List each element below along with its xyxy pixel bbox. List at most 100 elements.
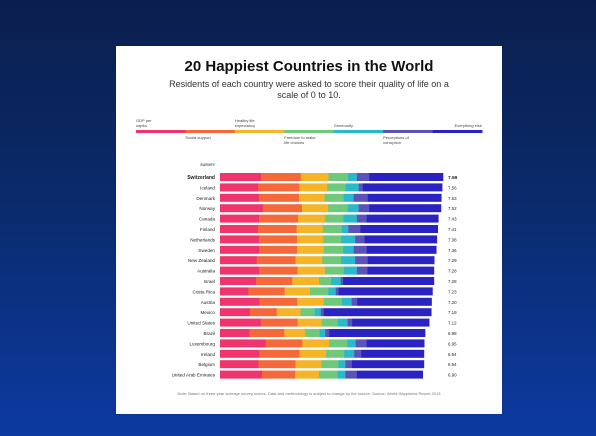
- bar-segment: [249, 308, 278, 317]
- bar-segment: [256, 277, 293, 285]
- country-label: United States: [187, 321, 215, 326]
- chart-card: 20 Happiest Countries in the World Resid…: [116, 46, 502, 414]
- bar-segment: [343, 214, 358, 223]
- bar-segment: [348, 225, 361, 233]
- bar-segment: [220, 173, 262, 181]
- year-label: SURVEY: [200, 163, 215, 167]
- bar-segment: [295, 370, 320, 379]
- bar-segment: [355, 235, 365, 244]
- bar-segment: [369, 204, 442, 213]
- legend-label: Freedom to make: [284, 135, 316, 140]
- bar-segment: [284, 329, 306, 337]
- total-label: 7.41: [448, 227, 457, 232]
- bar-segment: [248, 287, 285, 296]
- bar-segment: [345, 370, 358, 379]
- bar-segment: [220, 329, 250, 337]
- bar-segment: [356, 266, 368, 275]
- bar-segment: [321, 318, 339, 327]
- legend-swatch: [432, 130, 483, 133]
- bar-segment: [324, 193, 344, 202]
- bar-segment: [300, 173, 329, 181]
- bar-segment: [261, 173, 302, 181]
- bar-segment: [324, 214, 344, 223]
- chart-subtitle: Residents of each country were asked to …: [169, 79, 449, 100]
- total-label: 7.12: [448, 321, 457, 326]
- total-label: 7.29: [448, 258, 457, 263]
- bar-segment: [358, 204, 370, 213]
- bar-segment: [259, 266, 298, 275]
- legend-label: corruption: [383, 140, 401, 145]
- total-label: 7.43: [448, 217, 457, 222]
- legend-swatch: [284, 130, 335, 133]
- total-label: 7.52: [448, 206, 457, 211]
- total-label: 7.56: [448, 185, 457, 190]
- bar-segment: [329, 339, 348, 348]
- country-label: Belgium: [198, 362, 215, 367]
- bar-segment: [367, 266, 435, 275]
- bar-segment: [220, 370, 263, 379]
- bar-segment: [295, 256, 323, 265]
- bar-segment: [302, 339, 330, 348]
- bar-segment: [258, 360, 296, 369]
- bar-segment: [259, 349, 300, 358]
- legend-label: GDP per: [136, 118, 152, 123]
- bar-segment: [258, 183, 300, 192]
- bar-segment: [341, 235, 356, 244]
- bar-segment: [343, 193, 354, 202]
- bar-segment: [354, 349, 362, 358]
- bar-segment: [301, 204, 329, 213]
- bar-segment: [344, 349, 355, 358]
- bar-segment: [343, 245, 354, 254]
- bar-segment: [322, 256, 342, 265]
- bar-segment: [328, 173, 349, 181]
- bar-segment: [322, 225, 342, 233]
- bar-segment: [341, 225, 349, 233]
- bar-segment: [262, 370, 296, 379]
- bar-segment: [220, 318, 262, 327]
- bar-segment: [366, 339, 425, 348]
- bar-segment: [259, 245, 298, 254]
- bar-segment: [220, 225, 259, 233]
- legend-label: Generosity: [334, 123, 353, 128]
- bar-segment: [260, 318, 298, 327]
- bar-segment: [256, 256, 296, 265]
- bar-segment: [220, 235, 260, 244]
- bar-segment: [297, 318, 322, 327]
- bar-segment: [325, 329, 330, 337]
- bar-segment: [366, 245, 437, 254]
- bar-segment: [220, 277, 257, 285]
- bar-segment: [257, 225, 297, 233]
- bar-segment: [321, 360, 339, 369]
- bar-segment: [319, 370, 339, 379]
- total-label: 7.53: [448, 196, 457, 201]
- bar-segment: [367, 193, 442, 202]
- bar-segment: [295, 360, 322, 369]
- bar-segment: [259, 235, 298, 244]
- bar-segment: [299, 193, 325, 202]
- bar-segment: [337, 370, 346, 379]
- total-label: 7.20: [448, 300, 457, 305]
- bar-segment: [220, 297, 260, 306]
- country-label: Switzerland: [187, 175, 215, 181]
- country-label: Denmark: [196, 196, 215, 201]
- bar-segment: [340, 277, 344, 285]
- country-label: Sweden: [198, 248, 215, 253]
- bar-segment: [357, 297, 432, 306]
- country-label: Austria: [201, 300, 216, 305]
- bar-segment: [347, 204, 359, 213]
- bar-segment: [296, 235, 324, 244]
- bar-segment: [343, 266, 358, 275]
- bar-segment: [341, 297, 352, 306]
- country-label: Finland: [200, 227, 216, 232]
- bar-segment: [331, 277, 342, 285]
- total-label: 7.36: [448, 248, 457, 253]
- total-label: 6.98: [448, 331, 457, 336]
- bar-segment: [369, 173, 444, 181]
- bar-segment: [220, 183, 259, 192]
- country-label: Australia: [197, 269, 215, 274]
- legend-swatch: [383, 130, 434, 133]
- bar-segment: [327, 183, 347, 192]
- bar-segment: [320, 308, 325, 317]
- total-label: 6.94: [448, 352, 457, 357]
